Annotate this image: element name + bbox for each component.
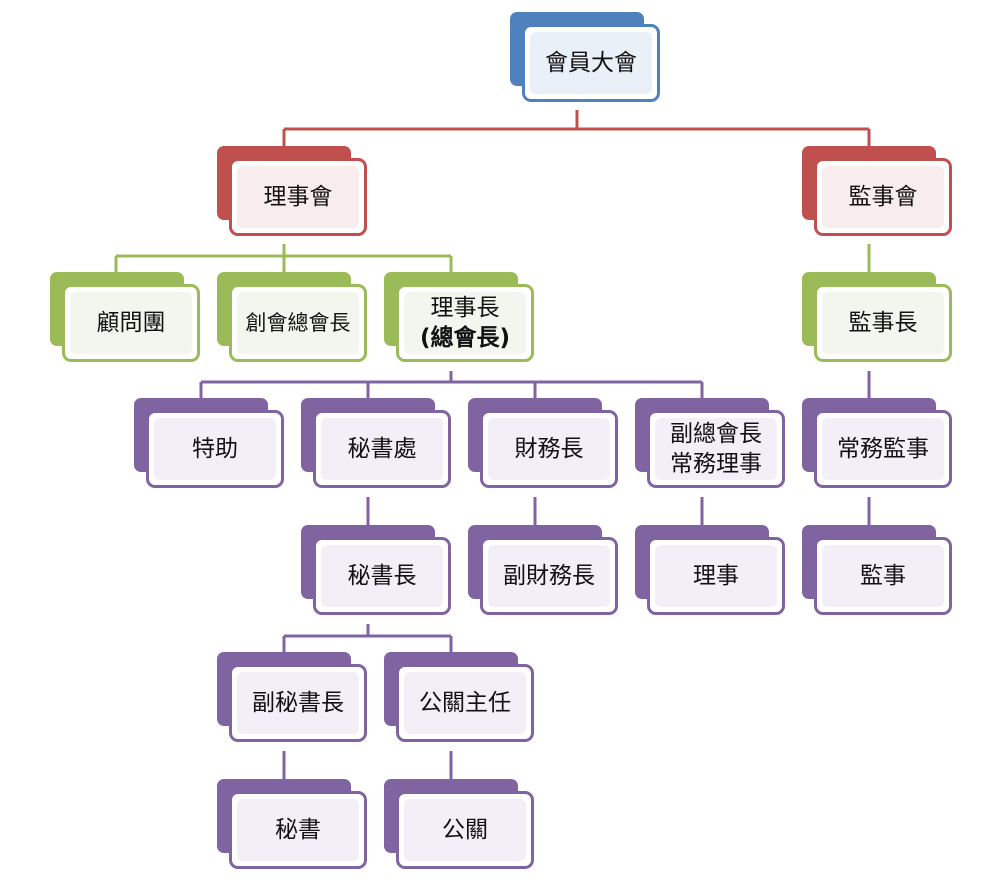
node-deputy-secretary-general: 副秘書長 [217, 652, 367, 742]
node-label: 副財務長 [503, 563, 595, 589]
node-label: 秘書處 [347, 436, 417, 462]
node-chairman: 理事長 (總會長) [384, 272, 534, 362]
node-label: 公關 [442, 817, 488, 843]
node-label: 會員大會 [545, 50, 637, 76]
node-chief-supervisor: 監事長 [802, 272, 952, 362]
node-general-assembly: 會員大會 [510, 12, 660, 102]
node-label: 特助 [192, 436, 238, 462]
node-label: 監事 [860, 563, 906, 589]
node-secretary-general: 秘書長 [301, 525, 451, 615]
node-founding-president: 創會總會長 [217, 272, 367, 362]
node-standing-supervisor: 常務監事 [802, 398, 952, 488]
node-public-relations: 公關 [384, 779, 534, 869]
node-secretariat: 秘書處 [301, 398, 451, 488]
node-vice-president: 副總會長 常務理事 [635, 398, 785, 488]
node-director: 理事 [635, 525, 785, 615]
node-label: 秘書長 [347, 563, 417, 589]
node-deputy-treasurer: 副財務長 [468, 525, 618, 615]
node-supervisor: 監事 [802, 525, 952, 615]
node-label: 顧問團 [96, 310, 166, 336]
node-special-assistant: 特助 [134, 398, 284, 488]
node-label: 監事長 [848, 310, 918, 336]
node-label: 理事會 [263, 184, 333, 210]
node-pr-director: 公關主任 [384, 652, 534, 742]
node-label: 創會總會長 [245, 311, 351, 335]
node-label: 副總會長 常務理事 [670, 421, 762, 477]
node-treasurer: 財務長 [468, 398, 618, 488]
node-label: 公關主任 [419, 690, 511, 716]
node-secretary: 秘書 [217, 779, 367, 869]
node-label: 常務監事 [837, 436, 929, 462]
node-label: 監事會 [848, 184, 918, 210]
node-board-of-directors: 理事會 [217, 146, 367, 236]
node-label: 理事 [693, 563, 739, 589]
chairman-title: 理事長 [430, 295, 500, 321]
node-label: 秘書 [275, 817, 321, 843]
node-board-of-supervisors: 監事會 [802, 146, 952, 236]
chairman-subtitle: (總會長) [419, 325, 511, 351]
node-label: 副秘書長 [252, 690, 344, 716]
node-advisory-group: 顧問團 [50, 272, 200, 362]
node-label: 理事長 (總會長) [420, 293, 510, 353]
node-label: 財務長 [514, 436, 584, 462]
